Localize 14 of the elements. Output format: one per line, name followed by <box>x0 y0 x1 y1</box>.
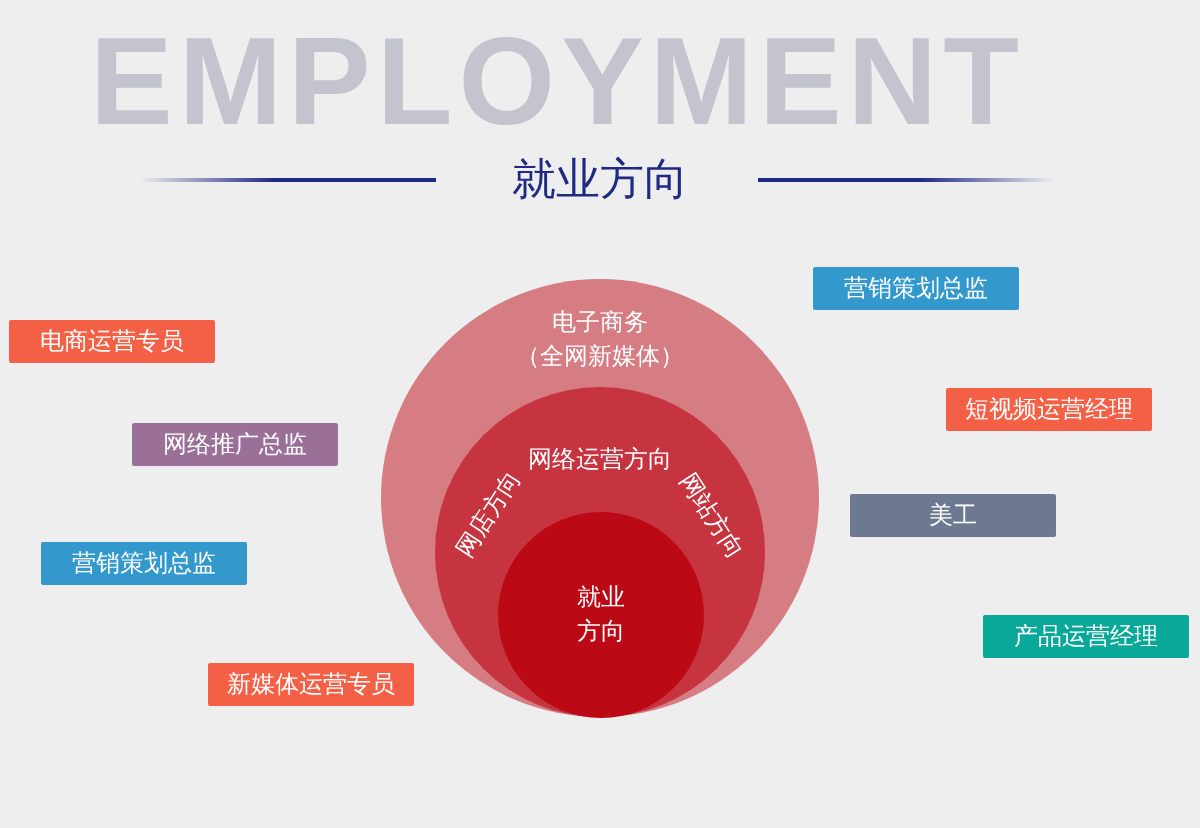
circle-label: 网站方向 <box>673 467 751 566</box>
page-title: 就业方向 <box>511 152 689 206</box>
job-tag: 营销策划总监 <box>813 267 1019 310</box>
job-tag: 产品运营经理 <box>983 615 1189 658</box>
job-tag: 新媒体运营专员 <box>208 663 414 706</box>
job-tag: 电商运营专员 <box>9 320 215 363</box>
circle-label: 电子商务（全网新媒体） <box>515 307 685 372</box>
circle-label: 网店方向 <box>449 465 527 564</box>
job-tag: 营销策划总监 <box>41 542 247 585</box>
job-tag: 美工 <box>850 494 1056 537</box>
circle-label: 就业方向 <box>576 582 626 647</box>
job-tag: 网络推广总监 <box>132 423 338 466</box>
circle-label: 网络运营方向 <box>527 444 673 475</box>
job-tag: 短视频运营经理 <box>946 388 1152 431</box>
